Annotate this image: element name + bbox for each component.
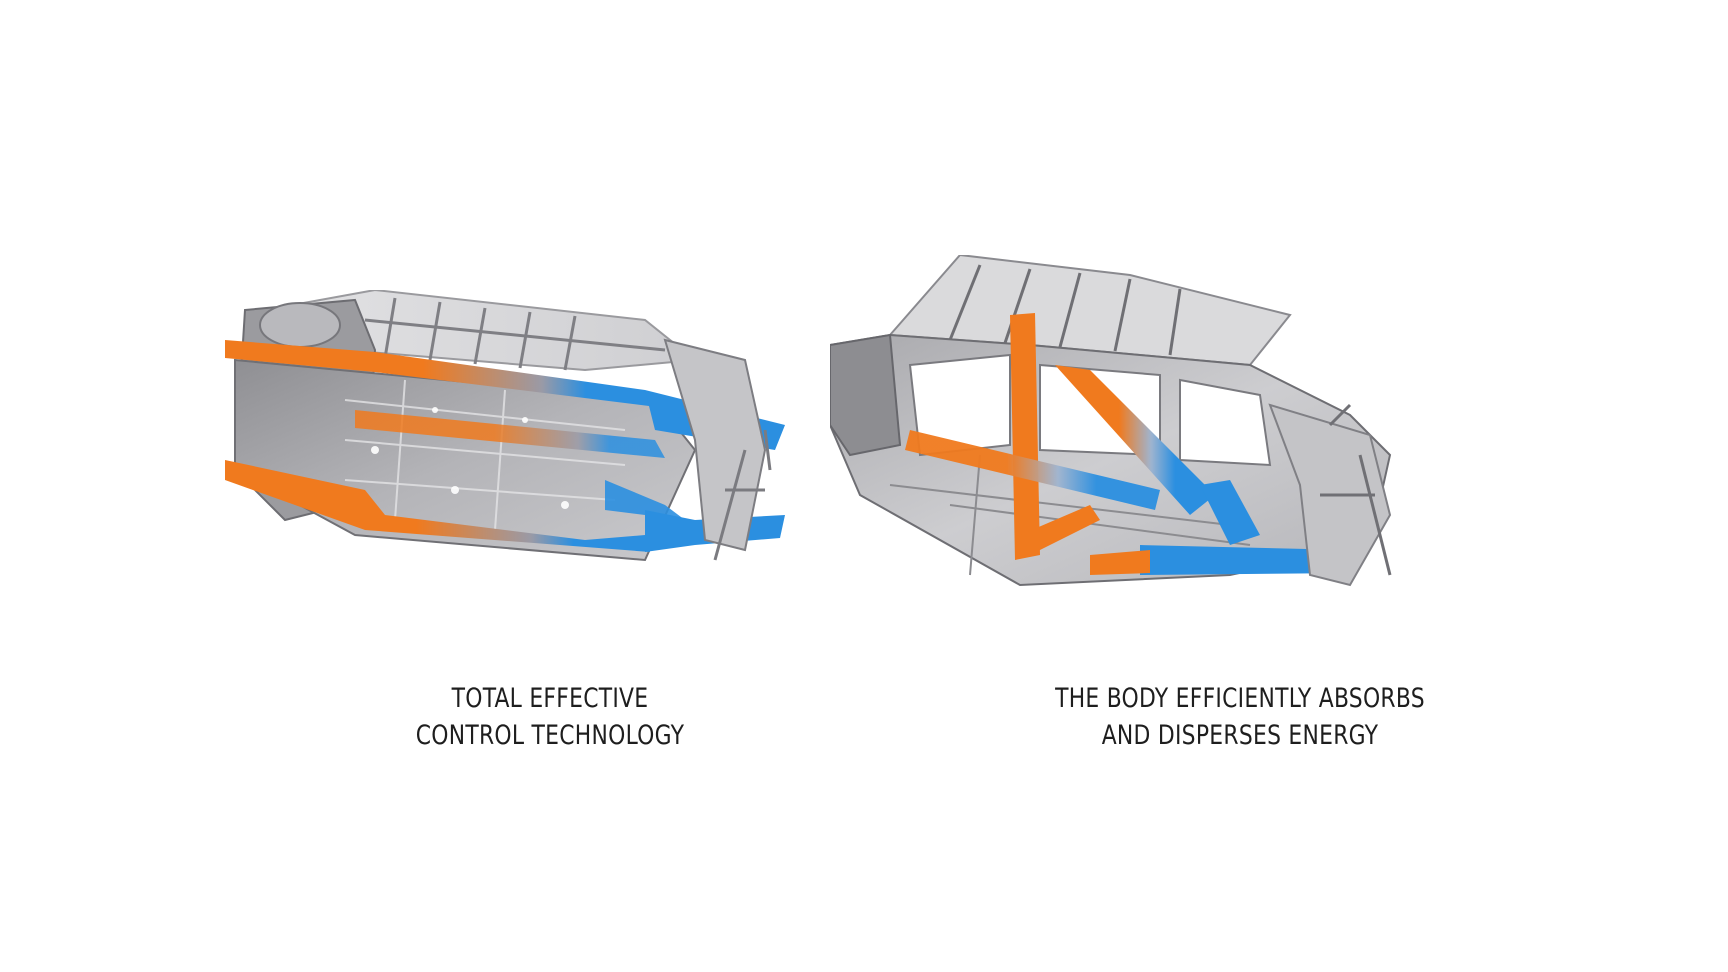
underbody-frame-illustration [225,290,875,620]
left-caption: TOTAL EFFECTIVE CONTROL TECHNOLOGY [361,680,739,754]
left-caption-line-2: CONTROL TECHNOLOGY [415,720,685,751]
right-caption: THE BODY EFFICIENTLY ABSORBS AND DISPERS… [988,680,1492,754]
body-in-white-illustration [830,255,1530,610]
left-caption-line-1: TOTAL EFFECTIVE [451,683,649,714]
right-caption-line-1: THE BODY EFFICIENTLY ABSORBS [1055,683,1425,714]
right-caption-line-2: AND DISPERSES ENERGY [1101,720,1379,751]
